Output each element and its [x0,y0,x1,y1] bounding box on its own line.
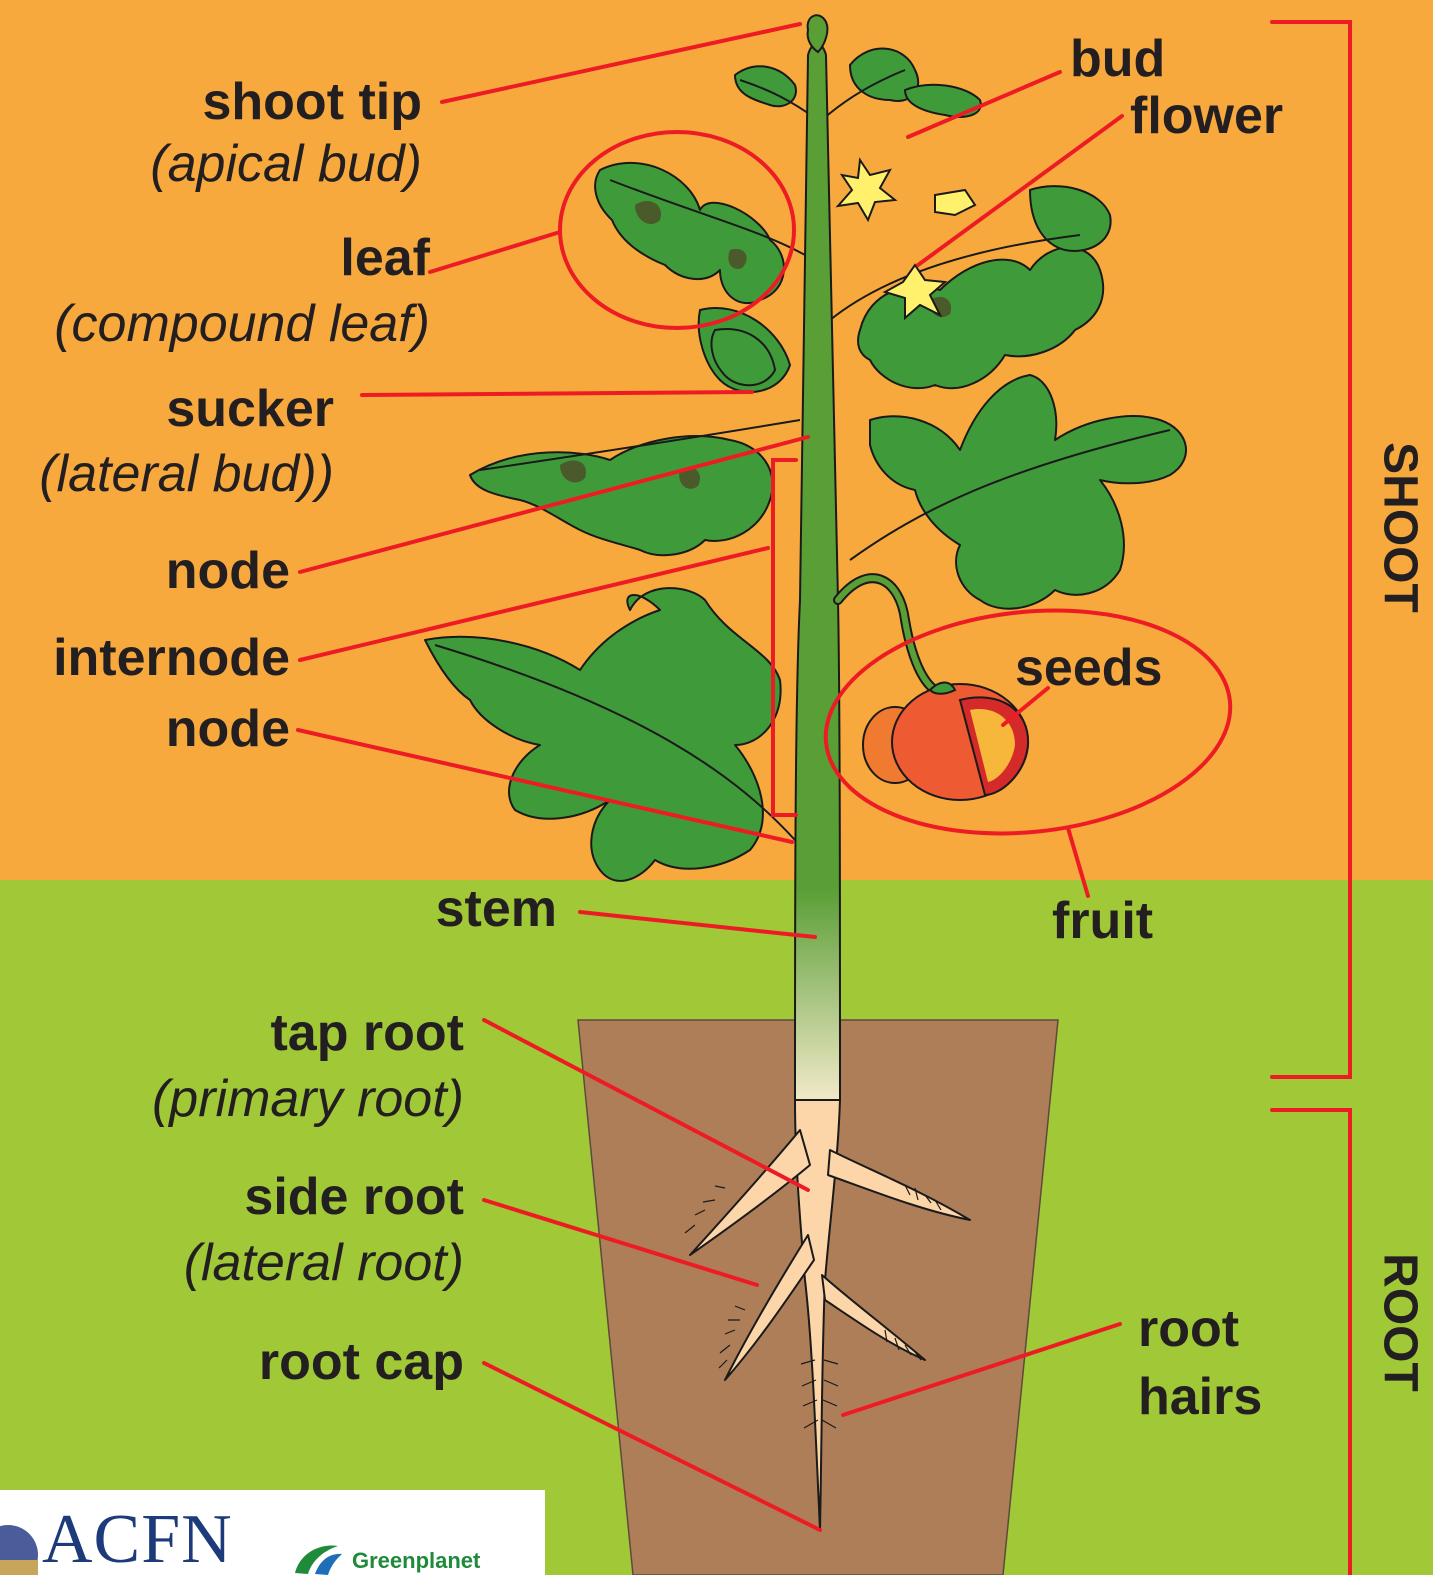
section-label-shoot: SHOOT [1373,428,1428,628]
label-primary-root: (primary root) [152,1073,464,1125]
label-leaf: leaf [340,232,430,284]
label-seeds: seeds [1015,642,1162,694]
label-compound-leaf: (compound leaf) [54,298,430,350]
label-node-lower: node [166,703,290,755]
label-root-hairs-1: root [1138,1303,1239,1355]
label-side-root: side root [244,1171,464,1223]
label-tap-root: tap root [270,1007,464,1059]
label-lateral-root: (lateral root) [184,1237,464,1289]
label-lateral-bud: (lateral bud)) [39,448,334,500]
label-flower: flower [1130,90,1283,142]
greenplanet-logo: Greenplanet [352,1550,480,1572]
label-root-hairs-2: hairs [1138,1371,1262,1423]
label-fruit: fruit [1052,895,1153,947]
acfn-emblem [0,1515,40,1575]
label-node-upper: node [166,545,290,597]
label-sucker: sucker [166,383,334,435]
acfn-logo: ACFN [42,1505,233,1575]
label-shoot-tip: shoot tip [202,76,422,128]
label-apical-bud: (apical bud) [150,138,422,190]
label-stem: stem [436,883,557,935]
label-bud: bud [1070,33,1165,85]
section-label-root: ROOT [1373,1223,1428,1423]
label-internode: internode [53,632,290,684]
label-root-cap: root cap [259,1336,464,1388]
greenplanet-emblem [290,1538,345,1575]
